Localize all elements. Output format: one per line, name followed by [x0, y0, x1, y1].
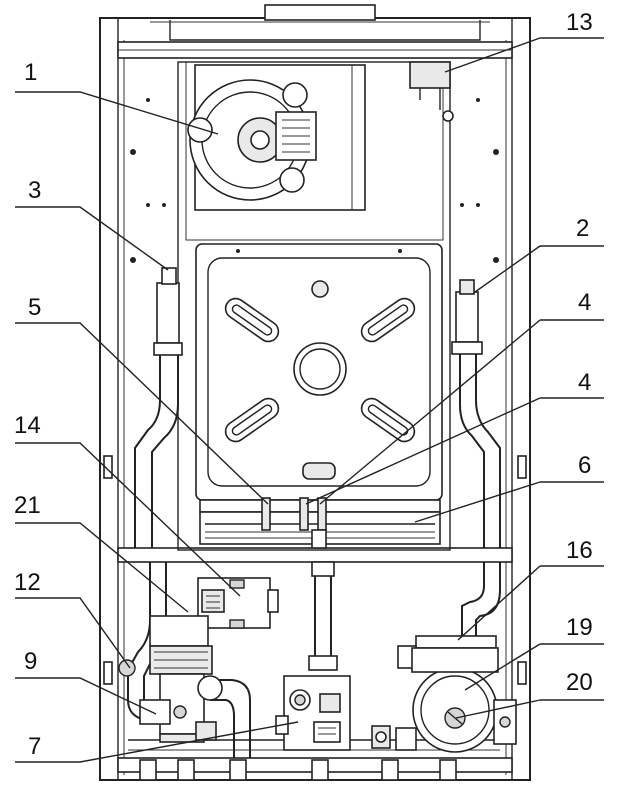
left-pipe: [134, 267, 183, 548]
callout-3: 3: [28, 177, 41, 204]
callout-2: 2: [576, 215, 589, 242]
callout-5: 5: [28, 294, 41, 321]
callout-4b: 4: [578, 369, 591, 396]
callout-labels: 1 13 3 2 5 4 4 14 6 21 16 12 19 9 20 7: [14, 9, 593, 760]
burner: [199, 497, 441, 549]
heat-exchanger: [195, 243, 443, 501]
callout-20: 20: [566, 669, 593, 696]
callout-13: 13: [566, 9, 593, 36]
valve-group-left: [118, 645, 223, 743]
ignition-unit: [149, 577, 279, 647]
callout-14: 14: [14, 412, 41, 439]
callout-4a: 4: [578, 289, 591, 316]
leader-lines: [15, 37, 604, 763]
circulation-pump: [395, 635, 517, 753]
pressure-switch: [409, 61, 454, 122]
callout-9: 9: [24, 648, 37, 675]
gas-valve: [275, 675, 391, 751]
callout-12: 12: [14, 569, 41, 596]
callout-1: 1: [24, 59, 37, 86]
callout-16: 16: [566, 537, 593, 564]
right-pipe: [451, 279, 501, 548]
fan-assembly: [187, 64, 366, 211]
callout-19: 19: [566, 614, 593, 641]
callout-7: 7: [28, 733, 41, 760]
lower-piping: [127, 561, 501, 781]
callout-6: 6: [578, 452, 591, 479]
callout-21: 21: [14, 492, 41, 519]
